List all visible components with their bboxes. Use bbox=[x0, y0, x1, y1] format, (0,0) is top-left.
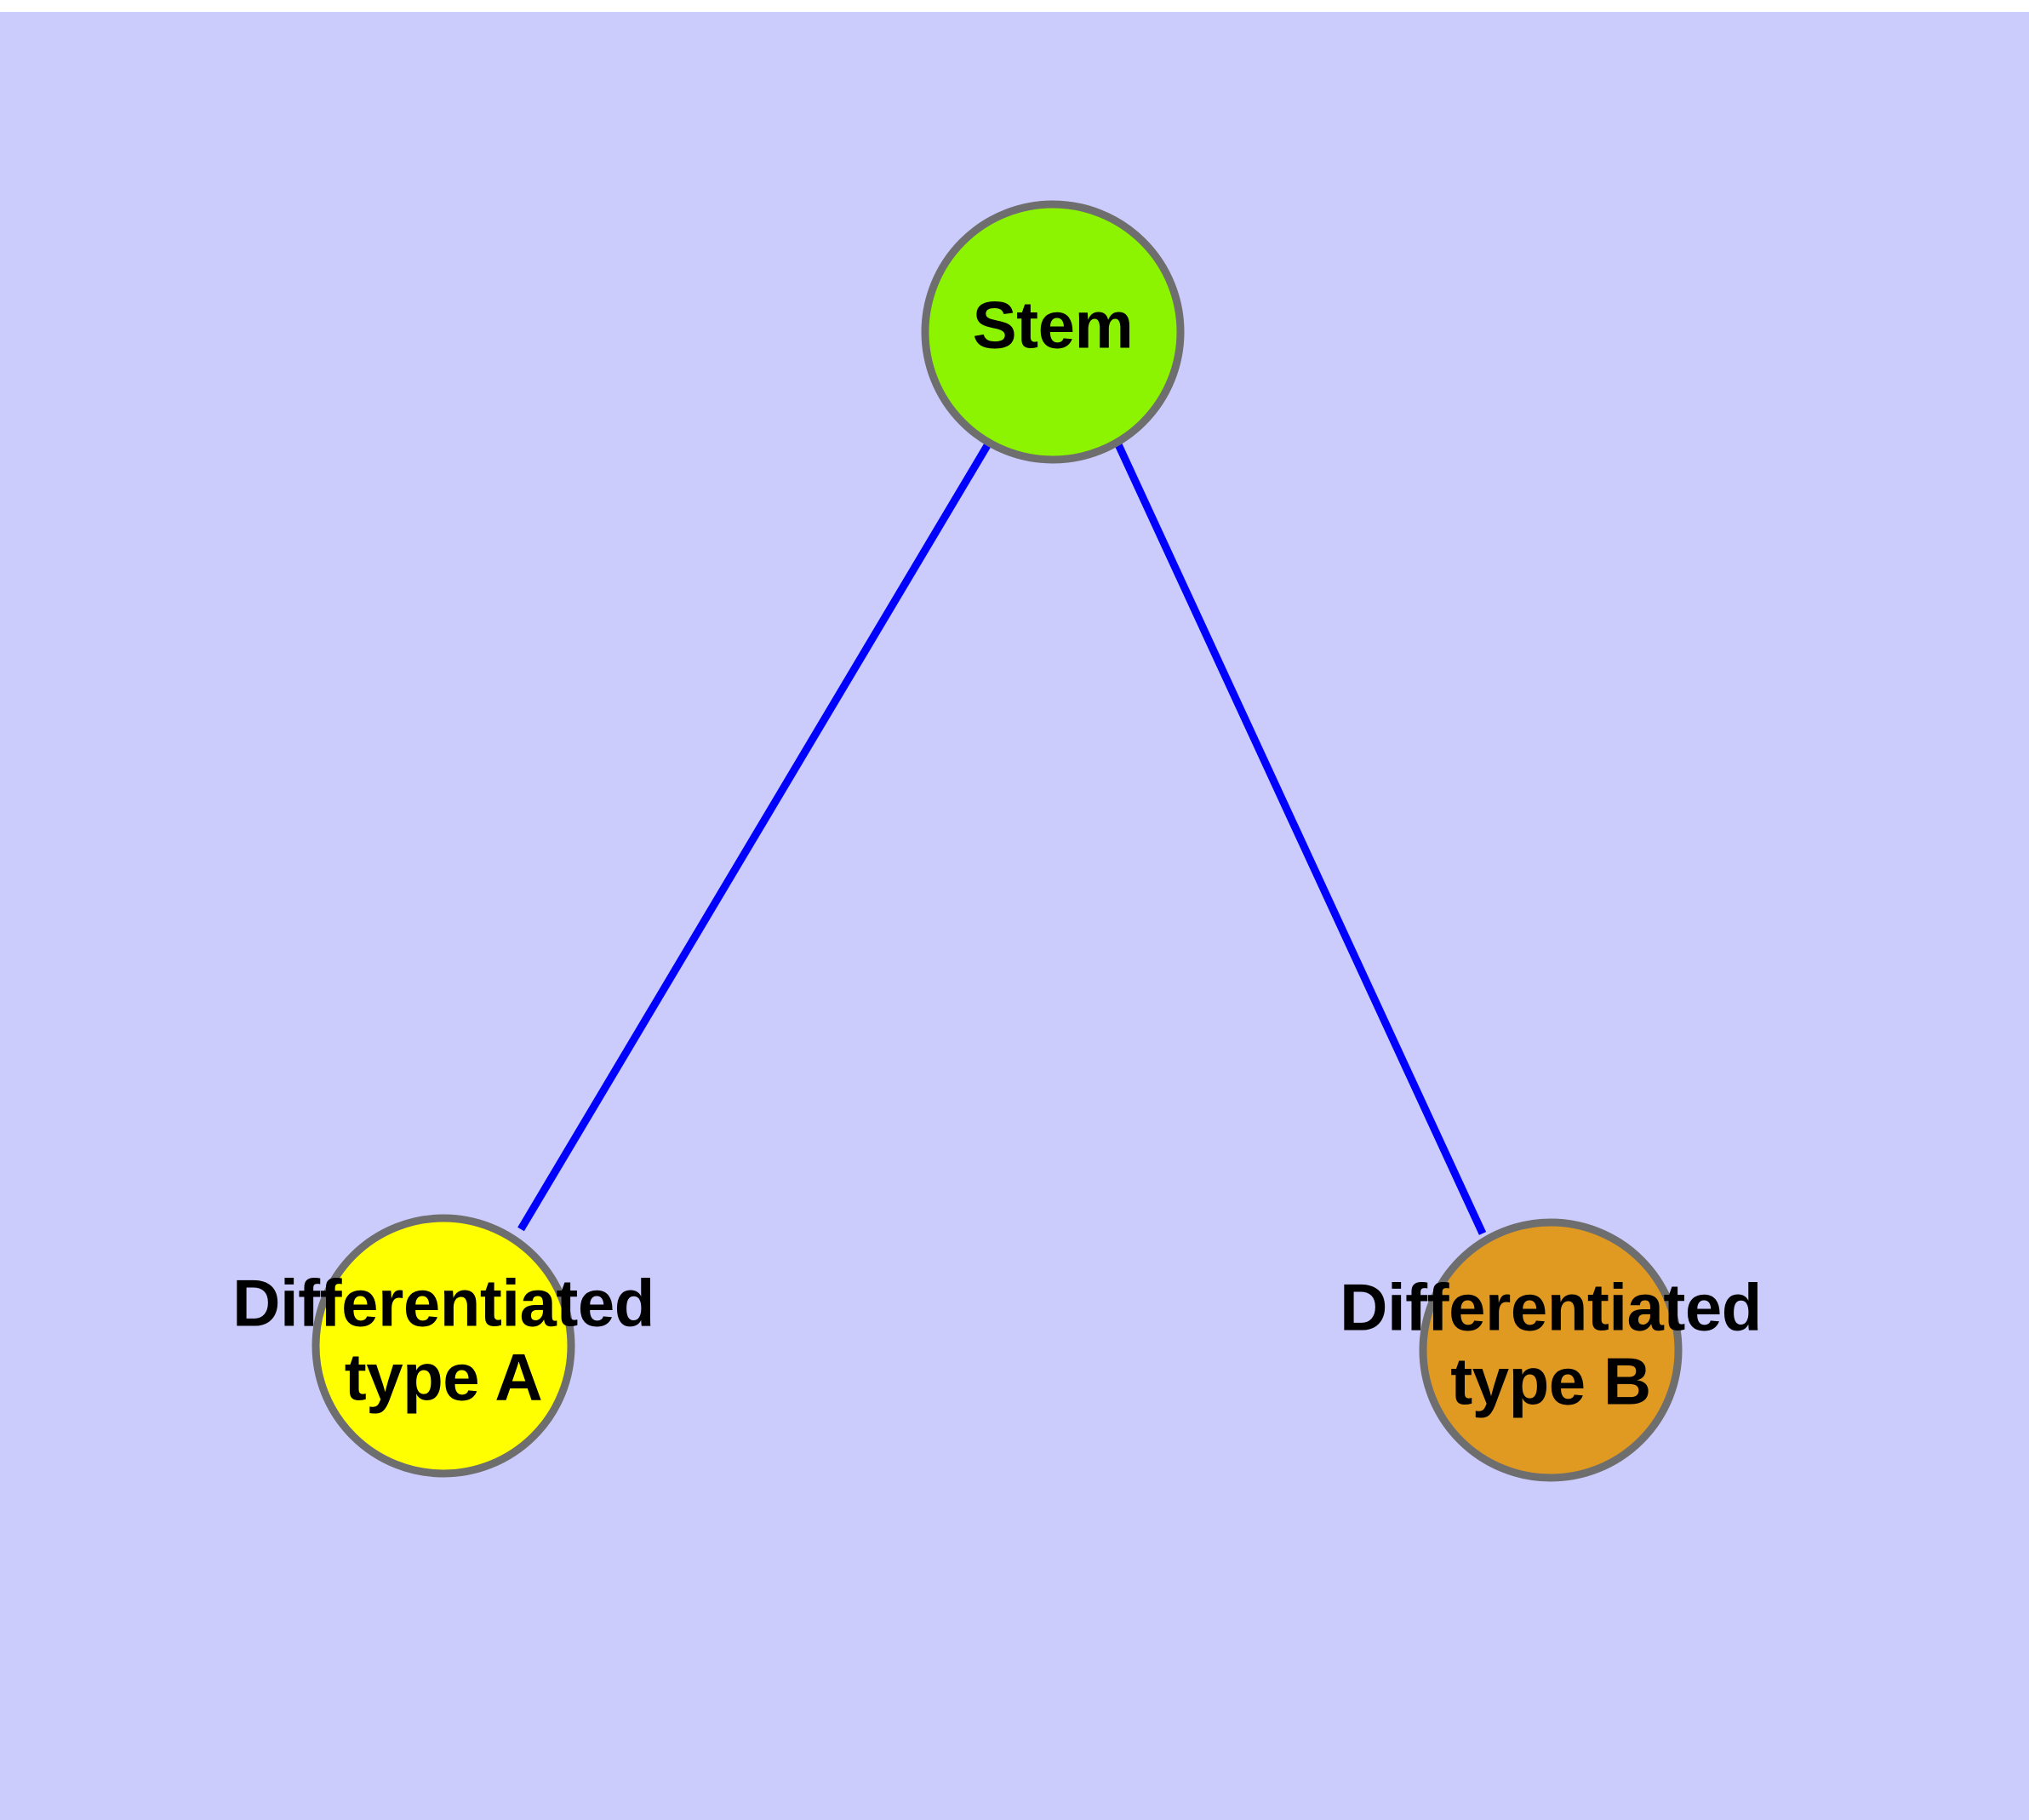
nodes-group bbox=[311, 200, 1683, 1482]
edge-stem-diff_a[interactable] bbox=[517, 440, 992, 1232]
edge-stem-diff_b[interactable] bbox=[1113, 441, 1487, 1235]
edges-group bbox=[517, 440, 1487, 1235]
node-stem[interactable] bbox=[921, 200, 1185, 464]
node-diff_b[interactable] bbox=[1419, 1218, 1683, 1482]
node-diff_a[interactable] bbox=[311, 1214, 575, 1478]
